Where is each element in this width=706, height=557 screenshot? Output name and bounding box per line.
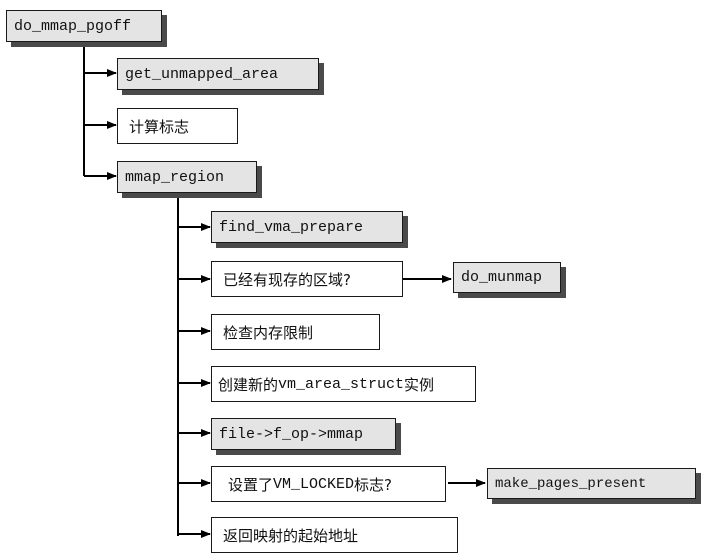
node-label: 检查内存限制 bbox=[223, 323, 314, 342]
node-label: 计算标志 bbox=[129, 117, 190, 136]
node-label-suffix: 实例 bbox=[404, 375, 435, 394]
node-label: make_pages_present bbox=[495, 475, 647, 492]
node-existing-region: 已经有现存的区域? bbox=[211, 261, 403, 297]
node-label-code: VM_LOCKED bbox=[273, 475, 355, 493]
node-return-address: 返回映射的起始地址 bbox=[211, 517, 458, 553]
node-label: do_munmap bbox=[461, 269, 543, 286]
node-mmap-region: mmap_region bbox=[117, 161, 257, 193]
node-label: find_vma_prepare bbox=[219, 218, 364, 236]
node-label-prefix: 设置了 bbox=[228, 475, 274, 494]
node-label: do_mmap_pgoff bbox=[14, 17, 132, 35]
node-do-munmap: do_munmap bbox=[453, 262, 561, 293]
node-label: 返回映射的起始地址 bbox=[223, 526, 359, 545]
node-label-suffix: 标志? bbox=[354, 475, 392, 494]
node-label: get_unmapped_area bbox=[125, 65, 279, 83]
node-find-vma-prepare: find_vma_prepare bbox=[211, 211, 403, 243]
node-do-mmap-pgoff: do_mmap_pgoff bbox=[6, 10, 162, 42]
node-label-prefix: 创建新的 bbox=[218, 375, 279, 394]
node-check-memory-limits: 检查内存限制 bbox=[211, 314, 380, 350]
node-make-pages-present: make_pages_present bbox=[487, 468, 696, 499]
node-label: mmap_region bbox=[125, 168, 225, 186]
node-compute-flags: 计算标志 bbox=[117, 108, 238, 144]
node-label: 已经有现存的区域? bbox=[223, 270, 351, 289]
node-label-code: vm_area_struct bbox=[278, 375, 405, 393]
node-get-unmapped-area: get_unmapped_area bbox=[117, 58, 319, 90]
node-file-mmap: file->f_op->mmap bbox=[211, 418, 396, 450]
node-label: file->f_op->mmap bbox=[219, 425, 364, 443]
